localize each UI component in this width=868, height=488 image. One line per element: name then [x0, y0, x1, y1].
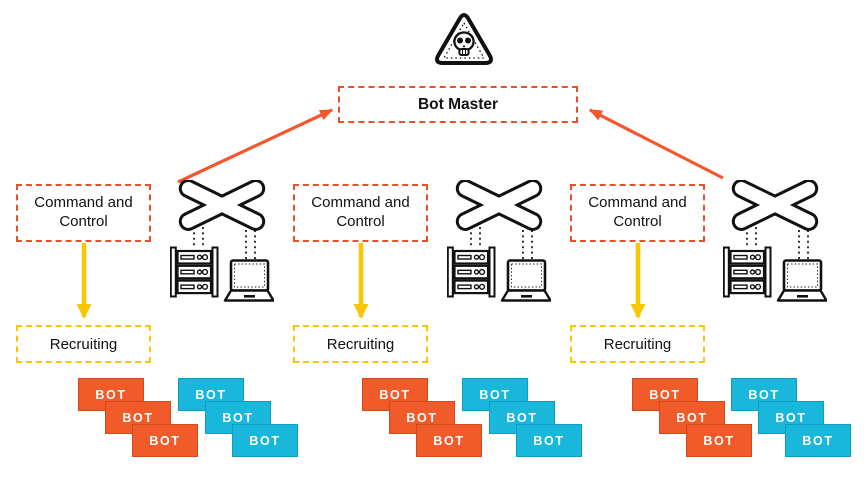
bot-cluster-orange-1: BOT BOT BOT	[78, 378, 200, 458]
command-control-box-2: Command and Control	[293, 184, 428, 242]
bot-badge: BOT	[416, 424, 482, 457]
bot-cluster-orange-3: BOT BOT BOT	[632, 378, 754, 458]
recruiting-box-1: Recruiting	[16, 325, 151, 363]
bot-badge: BOT	[686, 424, 752, 457]
network-group-3	[724, 180, 827, 301]
bot-cluster-cyan-2: BOT BOT BOT	[462, 378, 584, 458]
command-control-label: Command and Control	[588, 194, 687, 230]
command-control-box-1: Command and Control	[16, 184, 151, 242]
bot-cluster-cyan-3: BOT BOT BOT	[731, 378, 853, 458]
command-control-box-3: Command and Control	[570, 184, 705, 242]
network-group-2	[448, 180, 551, 301]
switch-to-botmaster-arrow-right	[588, 108, 724, 180]
recruiting-box-2: Recruiting	[293, 325, 428, 363]
command-control-label: Command and Control	[311, 194, 410, 230]
bot-cluster-orange-2: BOT BOT BOT	[362, 378, 484, 458]
bot-badge: BOT	[232, 424, 298, 457]
switch-to-botmaster-arrow-left	[177, 108, 334, 184]
network-group-1	[171, 180, 274, 301]
recruiting-label: Recruiting	[326, 335, 395, 353]
bot-badge: BOT	[516, 424, 582, 457]
bot-master-box: Bot Master	[338, 86, 578, 123]
recruiting-label: Recruiting	[49, 335, 118, 353]
skull-warning-icon	[435, 13, 493, 65]
bot-badge: BOT	[785, 424, 851, 457]
bot-master-label: Bot Master	[417, 95, 499, 113]
recruiting-label: Recruiting	[603, 335, 672, 353]
recruiting-box-3: Recruiting	[570, 325, 705, 363]
command-control-label: Command and Control	[34, 194, 133, 230]
bot-badge: BOT	[132, 424, 198, 457]
skull-glyph	[453, 31, 475, 56]
bot-cluster-cyan-1: BOT BOT BOT	[178, 378, 300, 458]
